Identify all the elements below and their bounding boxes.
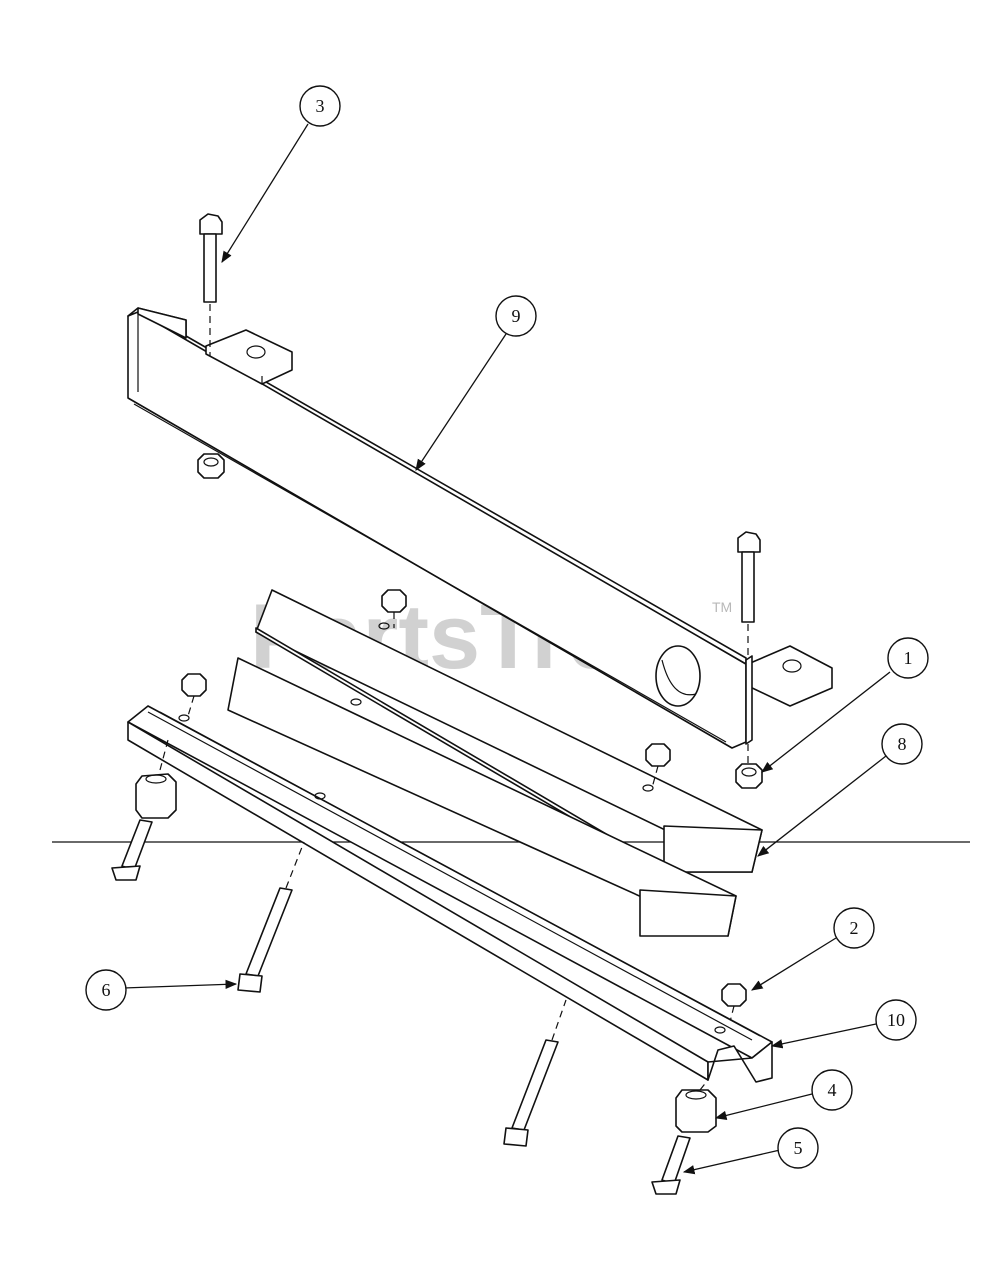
lower-channel [127,705,773,1083]
upper-bracket [127,307,833,749]
leader-6 [123,979,238,990]
pin-left [237,841,305,993]
leader-2 [751,937,837,991]
callout-4[interactable]: 4 [811,1069,853,1111]
nut-pad-1 [381,589,407,628]
leader-3 [221,123,309,263]
nut-channel-right [721,983,747,1031]
nut-upper-left [197,453,225,479]
spacer-left [135,739,177,819]
leader-4 [714,1093,813,1120]
svg-text:3: 3 [316,96,325,116]
nut-pad-2 [645,743,671,789]
leader-5 [682,1149,781,1175]
bolt-upper-left [199,213,223,356]
leader-1 [761,671,891,773]
svg-text:8: 8 [898,734,907,754]
pad-upper [255,589,763,873]
callout-1[interactable]: 1 [887,637,929,679]
callout-2[interactable]: 2 [833,907,875,949]
svg-text:1: 1 [904,648,913,668]
pin-right [503,999,567,1147]
nut-upper-right [735,763,763,789]
callout-9[interactable]: 9 [495,295,537,337]
spacer-right [675,1079,717,1133]
watermark-trademark: TM [712,599,732,615]
screw-right [651,1135,691,1195]
callout-3[interactable]: 3 [299,85,341,127]
svg-text:10: 10 [887,1010,905,1030]
leader-9 [415,333,507,471]
svg-text:2: 2 [850,918,859,938]
svg-text:5: 5 [794,1138,803,1158]
svg-text:6: 6 [102,980,111,1000]
screw-left [111,819,153,881]
bolt-upper-right [737,531,761,764]
callout-6[interactable]: 6 [85,969,127,1011]
callout-10[interactable]: 10 [875,999,917,1041]
leader-10 [770,1023,877,1049]
leader-8 [757,755,887,857]
callout-5[interactable]: 5 [777,1127,819,1169]
nut-channel-left [181,673,207,717]
svg-text:9: 9 [512,306,521,326]
callout-8[interactable]: 8 [881,723,923,765]
pad-lower [227,657,737,954]
svg-text:4: 4 [828,1080,837,1100]
